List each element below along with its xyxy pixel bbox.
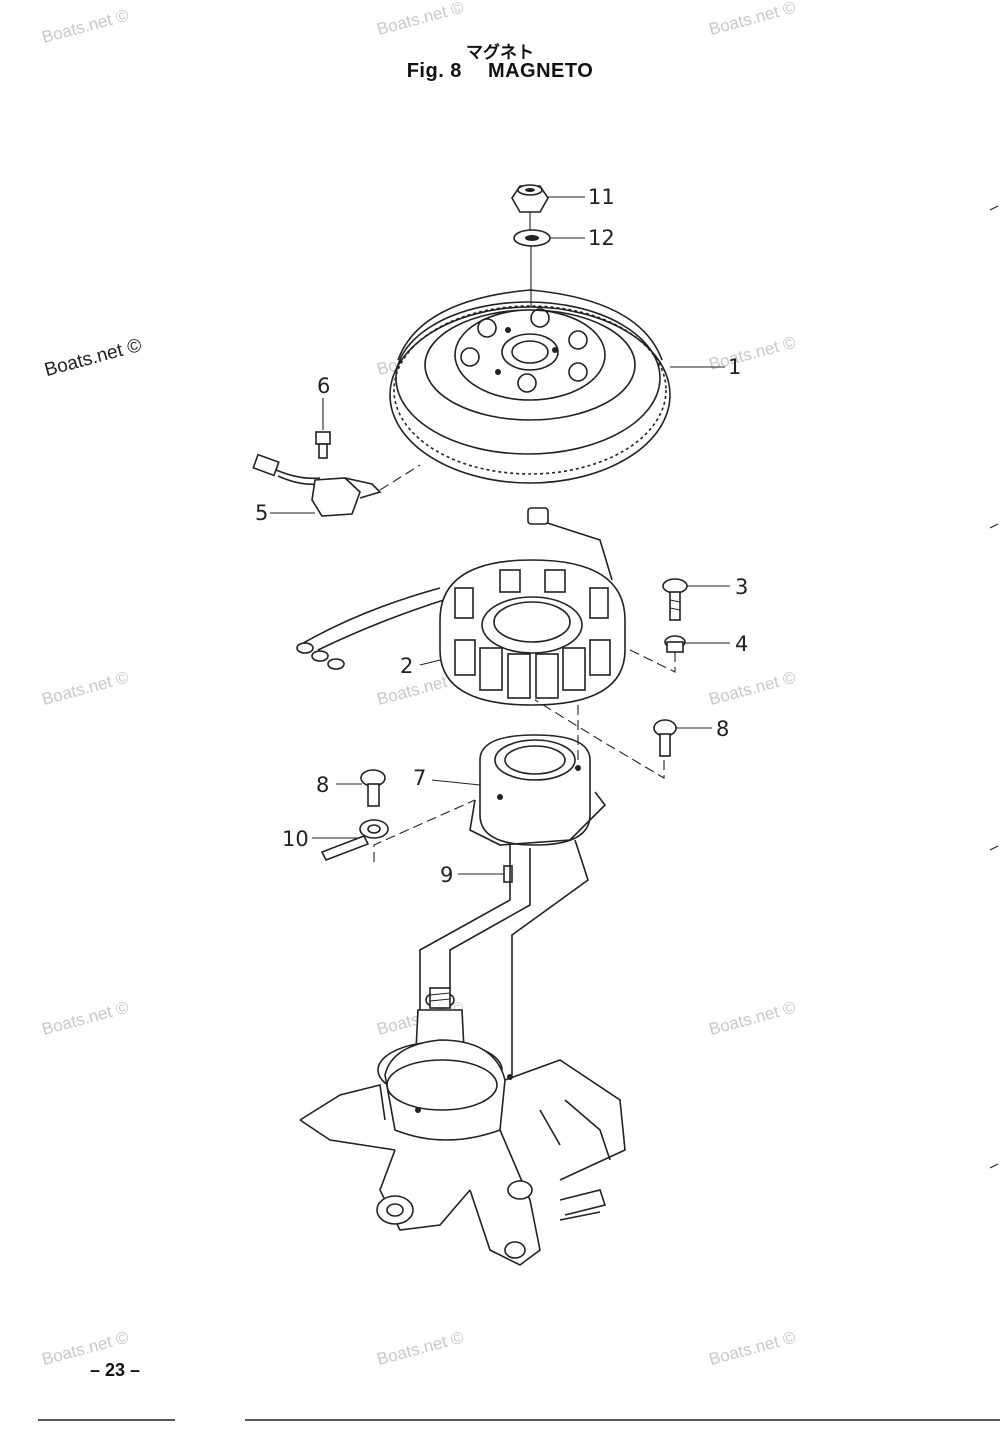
bolt-part-8-right — [534, 699, 712, 779]
pulser-coil-part-5 — [252, 453, 421, 517]
part-label-10: 10 — [282, 827, 309, 851]
screw-part-6 — [315, 398, 331, 459]
dowel-pin-part-9 — [458, 865, 513, 883]
part-label-11: 11 — [588, 185, 615, 209]
part-label-8-right: 8 — [716, 717, 730, 741]
part-label-9: 9 — [440, 863, 454, 887]
title-japanese: マグネト — [466, 43, 534, 63]
flywheel-part-1 — [389, 289, 725, 484]
washer-part-12 — [513, 229, 585, 247]
part-label-1: 1 — [728, 355, 742, 379]
crankcase-assembly — [299, 987, 626, 1266]
base-part-7 — [373, 705, 607, 862]
figure-title: Fig. 8 MAGNETO — [0, 60, 1000, 83]
part-label-3: 3 — [735, 575, 749, 599]
page-number: – 23 – — [90, 1360, 141, 1380]
part-label-6: 6 — [317, 374, 331, 398]
part-label-12: 12 — [588, 226, 615, 250]
collar-part-4 — [629, 635, 730, 673]
stator-part-2 — [296, 507, 626, 706]
bolt-part-3 — [662, 578, 730, 621]
figure-name: MAGNETO — [487, 60, 594, 82]
part-label-7: 7 — [413, 766, 427, 790]
part-label-5: 5 — [255, 501, 269, 525]
part-label-2: 2 — [400, 654, 414, 678]
part-label-8-left: 8 — [316, 773, 330, 797]
bolt-part-8-left — [336, 769, 386, 807]
part-label-4: 4 — [735, 632, 749, 656]
alignment-lines — [419, 839, 589, 1075]
figure-number: Fig. 8 — [406, 60, 462, 82]
nut-part-11 — [511, 184, 585, 213]
ground-terminal-part-10 — [312, 819, 389, 862]
